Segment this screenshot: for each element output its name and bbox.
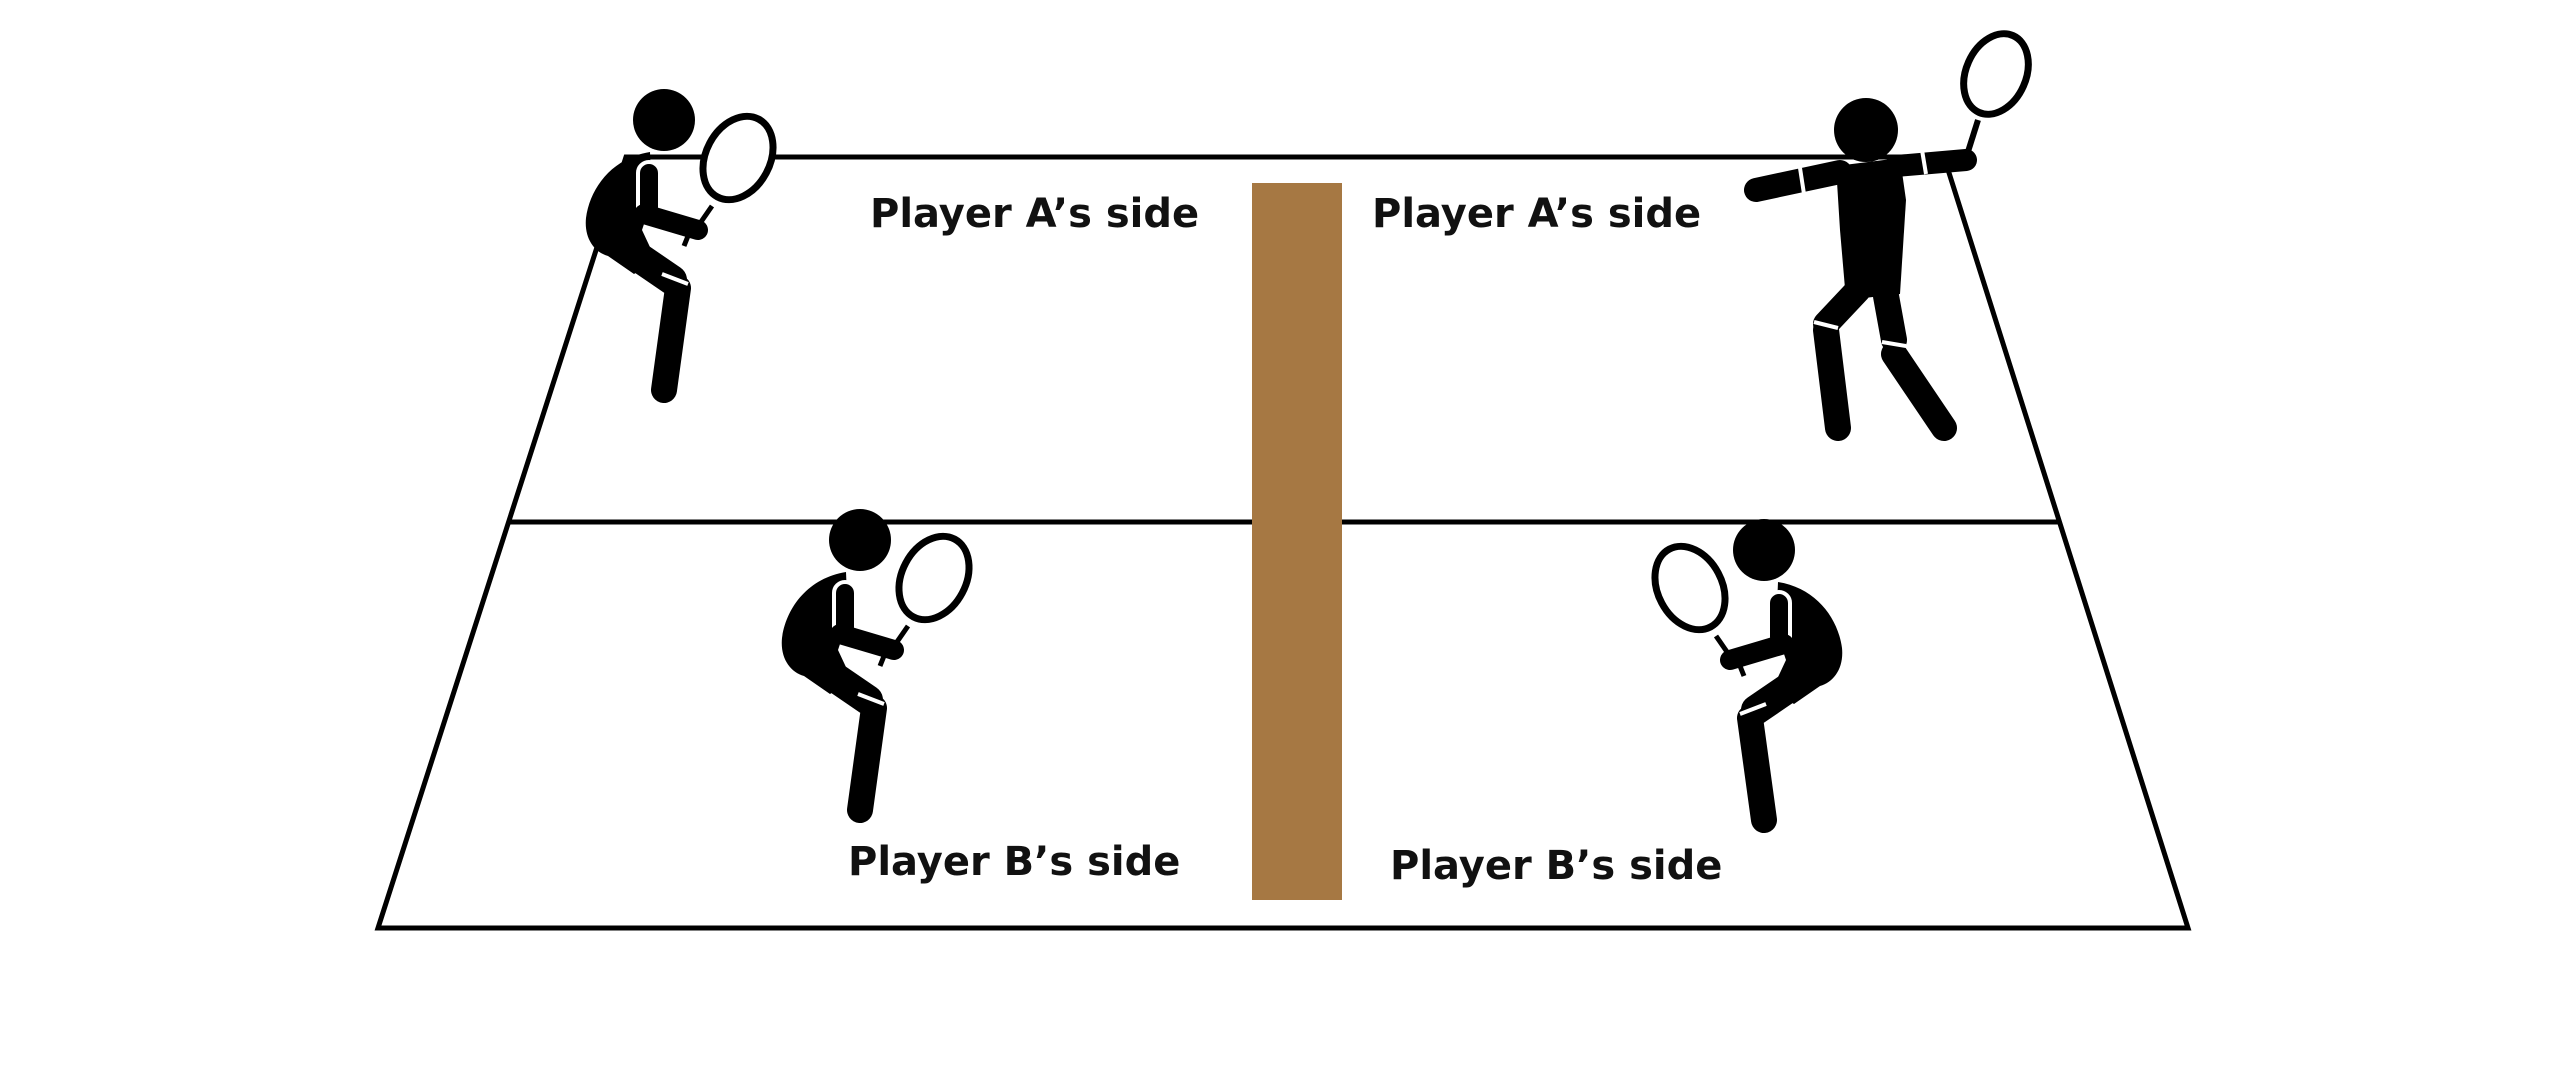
label-player-b-left-side: Player B’s side	[848, 839, 1181, 885]
label-player-a-right-side: Player A’s side	[1372, 191, 1702, 237]
label-player-b-right-side: Player B’s side	[1390, 843, 1723, 889]
label-player-a-left-side: Player A’s side	[870, 191, 1200, 237]
court-net	[1252, 183, 1342, 900]
